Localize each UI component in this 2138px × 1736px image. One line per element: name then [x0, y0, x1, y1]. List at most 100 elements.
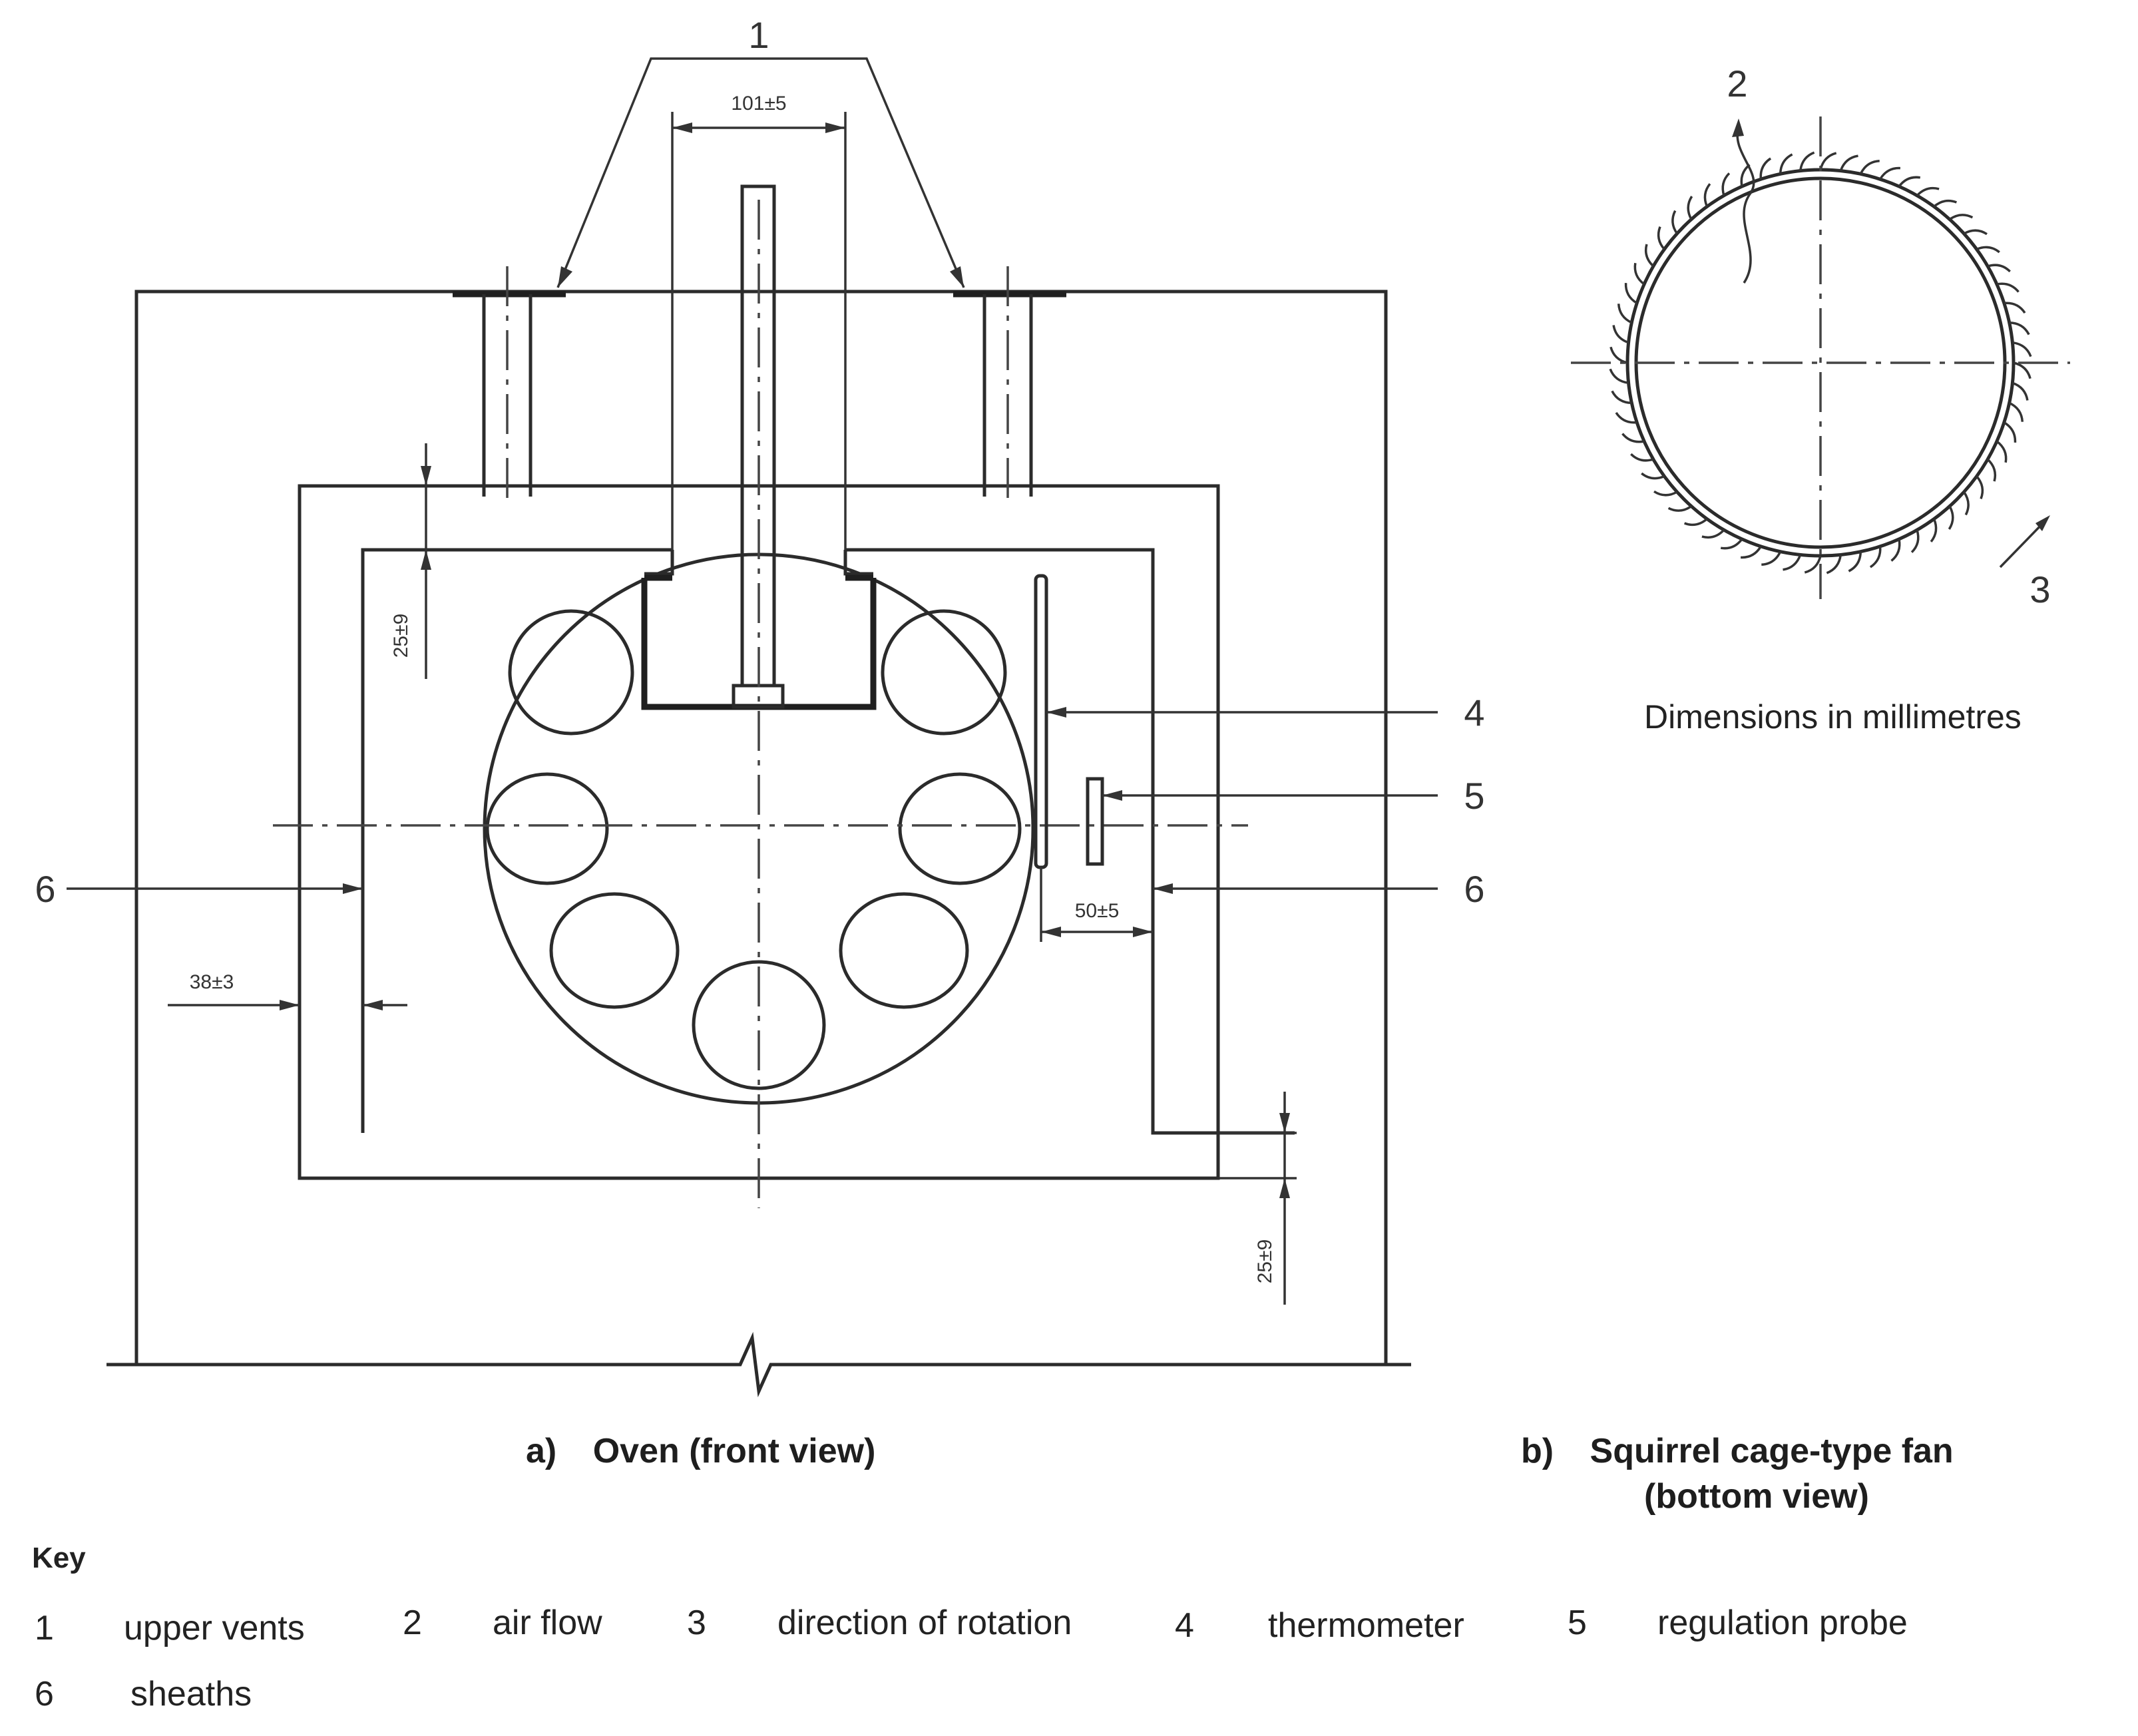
- dim-top-width: 101±5: [671, 93, 847, 550]
- units-note: Dimensions in millimetres: [1644, 698, 2022, 736]
- fan-blade: [1633, 262, 1645, 286]
- callout-6-left: 6: [35, 868, 363, 910]
- callout-2-label: 2: [1727, 63, 1747, 105]
- key-num-2: 2: [403, 1604, 422, 1642]
- fan-blade: [2004, 302, 2026, 314]
- fan-blade: [1615, 411, 1637, 424]
- thermometer: [1034, 574, 1048, 869]
- fan-blade: [1826, 554, 1842, 574]
- key-label-6: sheaths: [130, 1675, 252, 1713]
- caption-b-text: Squirrel cage-type fan: [1590, 1432, 1954, 1470]
- fan-blade: [2013, 361, 2031, 379]
- fan-blade: [2012, 381, 2029, 401]
- callout-5: 5: [1102, 775, 1485, 817]
- fan-blade: [1987, 264, 2011, 273]
- callout-2: 2: [1727, 63, 1755, 284]
- callout-3: 3: [1999, 515, 2051, 610]
- fan-blades: [1609, 151, 2032, 574]
- fan-blade: [1963, 229, 1988, 236]
- fan-blade: [1859, 159, 1880, 175]
- key-num-3: 3: [687, 1604, 706, 1642]
- fan-blade: [1996, 440, 2008, 463]
- fan-blade: [1933, 199, 1958, 208]
- fan-blade: [1761, 550, 1782, 566]
- fan-blade: [1617, 304, 1633, 324]
- fan-blade: [1741, 545, 1762, 559]
- fan-blade: [1644, 244, 1655, 268]
- sheath: [361, 548, 672, 1133]
- fan-blade: [2012, 341, 2032, 357]
- key-title: Key: [32, 1542, 86, 1574]
- fan-blade: [1609, 346, 1628, 364]
- fan-blade: [1612, 325, 1629, 344]
- dim-upper-gap: 25±9: [390, 443, 431, 679]
- dim-lower-gap: 25±9: [1219, 1092, 1297, 1305]
- fan-blade: [1687, 196, 1693, 220]
- caption-b-line2: (bottom view): [1644, 1477, 1869, 1516]
- upper-vent-left: [453, 266, 566, 506]
- fan-blade: [1683, 518, 1708, 527]
- fan-blade: [1948, 505, 1954, 530]
- fan-blade: [1783, 554, 1802, 571]
- caption-a: a) Oven (front view): [526, 1431, 875, 1471]
- fan-blade: [2008, 401, 2024, 422]
- fan-blade: [1996, 282, 2020, 293]
- fan-blade: [1657, 226, 1665, 250]
- sample-holes: [485, 609, 1022, 1090]
- caption-a-letter: a): [526, 1432, 557, 1470]
- fan-blade: [1703, 183, 1711, 208]
- fan-blade: [1976, 246, 2000, 254]
- key-num-6: 6: [35, 1675, 54, 1713]
- caption-b-letter: b): [1521, 1432, 1554, 1470]
- callout-3-label: 3: [2030, 568, 2050, 610]
- callout-4-label: 4: [1464, 692, 1484, 734]
- fan-blade: [1759, 157, 1772, 180]
- fan-blade: [1653, 490, 1678, 497]
- fan-blade: [1720, 538, 1743, 550]
- callout-4: 4: [1046, 692, 1485, 734]
- fan-blade: [1949, 214, 1974, 220]
- dim-lower-gap-label: 25±9: [1254, 1239, 1276, 1284]
- fan-blade: [1621, 433, 1645, 443]
- fan-blade: [1804, 555, 1822, 574]
- dim-probe-gap: 50±5: [1040, 867, 1153, 942]
- key-label-2: air flow: [493, 1604, 602, 1642]
- fan-blade: [1779, 153, 1793, 174]
- fan-blade: [1890, 539, 1901, 562]
- key-num-4: 4: [1175, 1606, 1194, 1645]
- dim-side-gap: 38±3: [168, 971, 407, 1010]
- fan-blade: [1609, 368, 1629, 385]
- key-label-5: regulation probe: [1657, 1604, 1908, 1642]
- dim-probe-gap-label: 50±5: [1075, 900, 1120, 922]
- fan-blade: [1848, 551, 1862, 572]
- fan-blade: [1624, 283, 1638, 304]
- key-label-3: direction of rotation: [777, 1604, 1072, 1642]
- fan-blade: [1641, 472, 1665, 480]
- fan-blade: [1611, 390, 1632, 405]
- fan-blade: [1819, 152, 1837, 170]
- callout-6-left-label: 6: [35, 868, 55, 910]
- fan-blade: [1930, 518, 1938, 542]
- fan-blade: [1630, 453, 1654, 462]
- key-num-1: 1: [35, 1609, 54, 1647]
- callout-1-label: 1: [748, 14, 769, 56]
- break-line: [107, 1331, 1411, 1398]
- fan-blade: [1898, 176, 1921, 188]
- fan-blade: [1721, 172, 1731, 196]
- fan-blade: [1963, 491, 1970, 516]
- key-label-4: thermometer: [1268, 1606, 1464, 1645]
- key-num-5: 5: [1568, 1604, 1587, 1642]
- fan-blade: [1671, 210, 1678, 234]
- fan-blade: [1701, 529, 1725, 539]
- fan-blade: [2009, 321, 2030, 335]
- key-label-1: upper vents: [124, 1609, 305, 1647]
- squirrel-cage-fan: 2 3: [1571, 63, 2070, 610]
- fan-blade: [1976, 475, 1984, 500]
- fan-blade: [1986, 458, 1997, 482]
- dim-top-width-label: 101±5: [731, 93, 786, 114]
- caption-b: b) Squirrel cage-type fan: [1521, 1431, 1954, 1471]
- dim-side-gap-label: 38±3: [190, 971, 234, 993]
- fan-blade: [1799, 151, 1815, 171]
- fan-blade: [1839, 154, 1858, 172]
